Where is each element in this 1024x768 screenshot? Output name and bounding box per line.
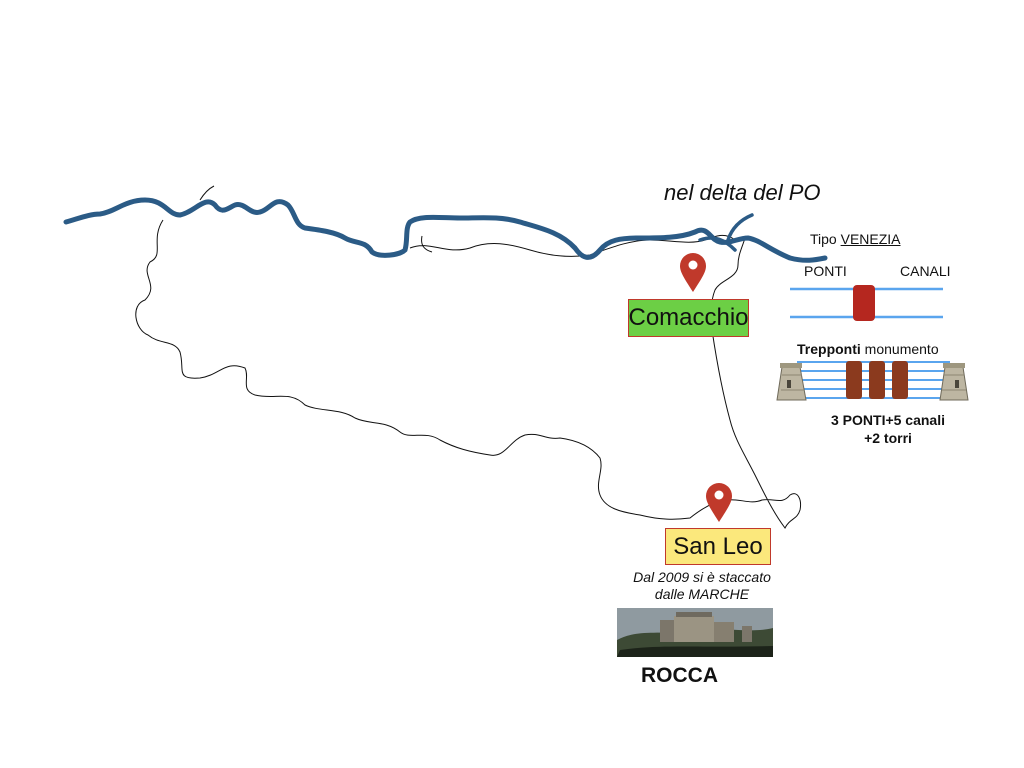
right-tower-icon	[939, 363, 969, 401]
san-leo-note-line-1: Dal 2009 si è staccato	[633, 569, 771, 585]
trepponti-bold: Trepponti	[797, 341, 861, 357]
type-label-prefix: Tipo	[810, 231, 837, 247]
trepponti-diagram	[776, 361, 969, 401]
bridges-canals-caption: 3 PONTI+5 canali +2 torri	[800, 411, 976, 447]
trepponti-rest: monumento	[864, 341, 939, 357]
ponti-label: PONTI	[804, 263, 847, 279]
san-leo-label[interactable]: San Leo	[665, 528, 771, 565]
trepponti-bridge-3	[892, 361, 908, 399]
san-leo-note: Dal 2009 si è staccato dalle MARCHE	[612, 569, 792, 603]
trepponti-caption: Trepponti monumento	[797, 341, 939, 357]
san-leo-location-pin-icon[interactable]	[706, 483, 732, 522]
delta-title: nel delta del PO	[664, 180, 821, 205]
region-border	[135, 219, 801, 529]
comacchio-location-pin-icon[interactable]	[680, 253, 706, 292]
venezia-link[interactable]: VENEZIA	[840, 231, 901, 247]
comacchio-name: Comacchio	[628, 304, 749, 331]
single-bridge	[853, 285, 875, 321]
venezia-canal-diagram	[790, 285, 943, 321]
northern-boundary	[199, 185, 736, 257]
san-leo-note-line-2: dalle MARCHE	[654, 586, 750, 602]
po-river	[63, 197, 828, 263]
san-leo-name: San Leo	[673, 532, 763, 560]
po-delta-branch	[698, 213, 754, 252]
bridges-line-2: +2 torri	[864, 430, 912, 446]
rocca-label: ROCCA	[641, 664, 718, 687]
type-label: Tipo VENEZIA	[810, 231, 901, 247]
bridges-line-1: 3 PONTI+5 canali	[831, 412, 945, 428]
fortress-image	[617, 608, 773, 657]
canali-label: CANALI	[900, 263, 951, 279]
trepponti-bridge-2	[869, 361, 885, 399]
comacchio-label[interactable]: Comacchio	[628, 299, 749, 337]
trepponti-bridge-1	[846, 361, 862, 399]
left-tower-icon	[776, 363, 807, 401]
